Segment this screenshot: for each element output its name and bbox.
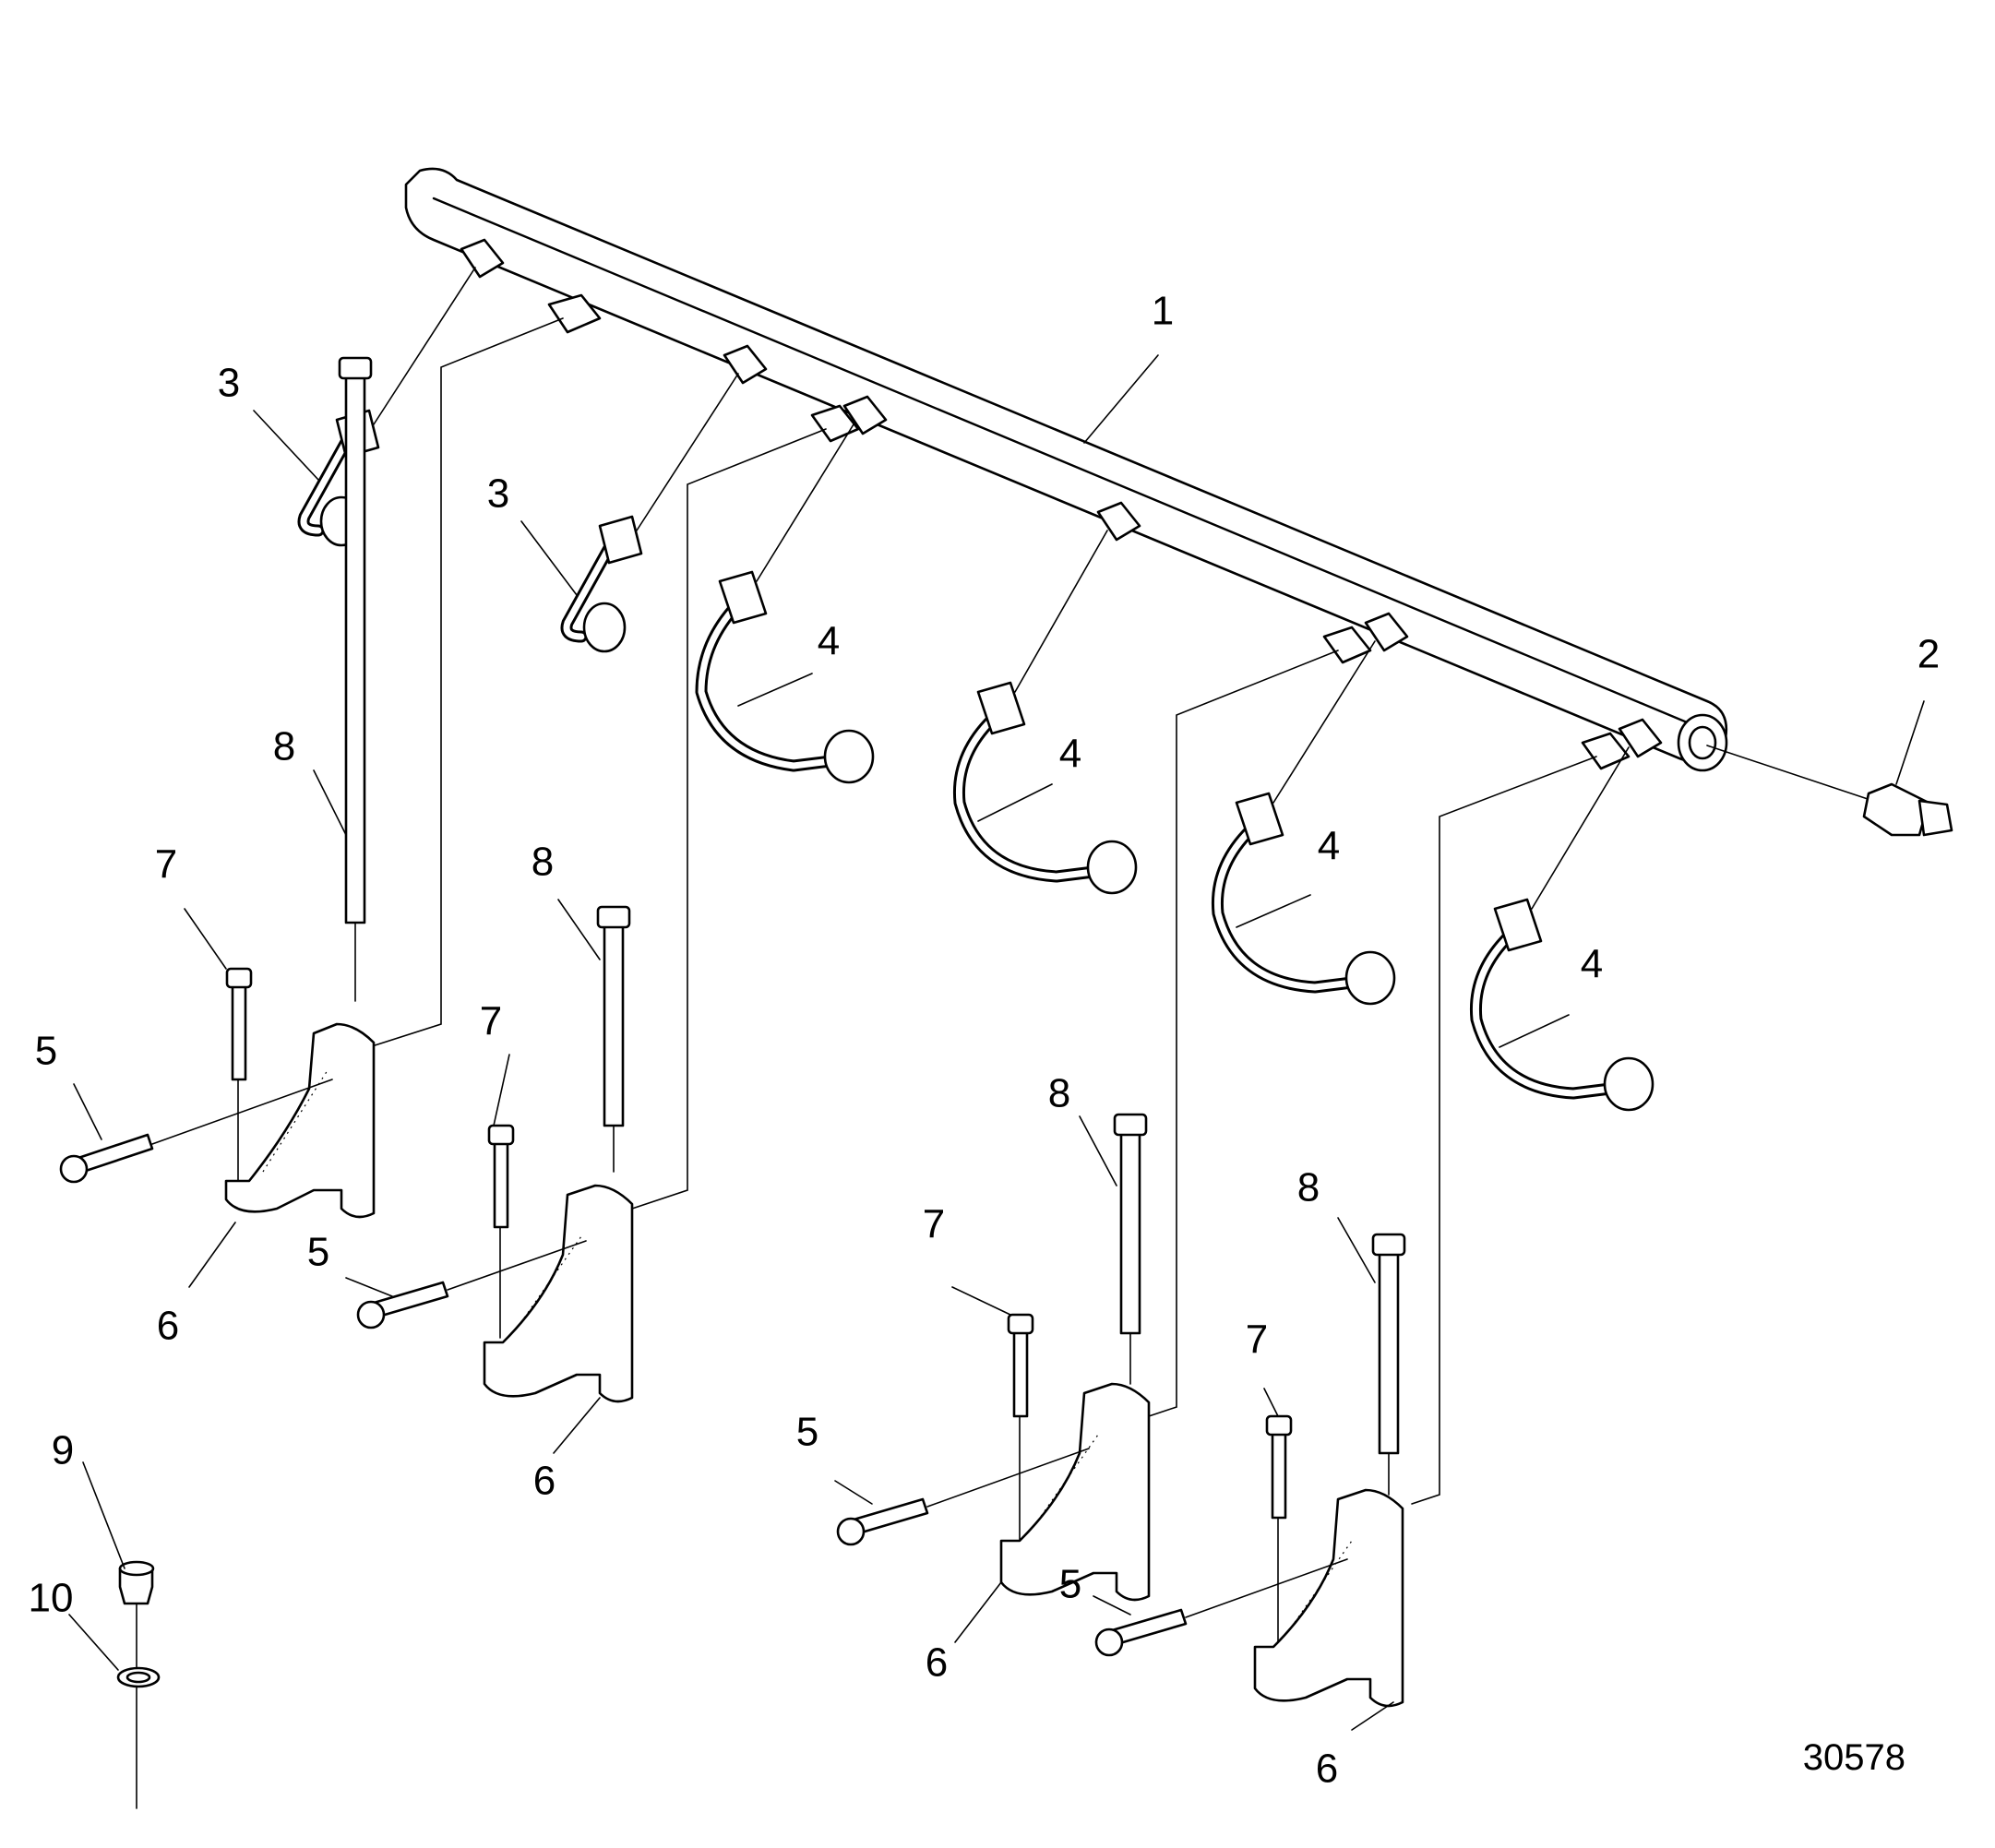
callout-6d: 6 [1316,1747,1338,1792]
short-pipe-2 [560,373,739,653]
callout-9: 9 [52,1428,74,1473]
fuel-rail [404,167,1728,772]
plug-and-washer [116,1560,161,1809]
short-pipe-1 [297,267,476,547]
bracket-assembly-2 [356,428,827,1403]
callout-4a: 4 [818,619,840,664]
callout-3a: 3 [218,361,240,406]
callout-8d: 8 [1297,1165,1320,1210]
pressure-sensor [1706,745,1953,837]
callout-6c: 6 [926,1640,948,1686]
leader-lines [68,354,1925,1731]
callout-6a: 6 [157,1304,179,1349]
callout-7d: 7 [1246,1317,1268,1363]
callout-4c: 4 [1318,824,1340,869]
long-pipe-2 [952,530,1138,895]
bracket-assembly-3 [836,650,1339,1602]
callout-3b: 3 [487,471,509,517]
callout-6b: 6 [533,1459,555,1504]
callout-5c: 5 [796,1410,818,1455]
long-pipe-3 [1211,640,1396,1006]
callout-1: 1 [1152,289,1174,334]
callout-8a: 8 [273,724,295,769]
callout-5b: 5 [307,1230,329,1275]
callout-5d: 5 [1059,1562,1081,1607]
callout-10: 10 [29,1576,74,1621]
reference-number: 30578 [1803,1737,1905,1778]
callout-4b: 4 [1059,732,1081,777]
callout-7c: 7 [923,1202,945,1247]
callout-2: 2 [1917,632,1940,677]
callout-5a: 5 [35,1029,57,1074]
long-pipe-4 [1469,746,1655,1112]
callout-labels: 1 2 3 3 4 4 4 4 5 5 5 5 6 6 6 6 7 7 7 7 … [29,289,1941,1792]
callout-8b: 8 [532,840,554,885]
bracket-assembly-4 [1094,756,1597,1708]
callout-7b: 7 [480,999,502,1044]
long-pipe-1 [695,423,875,784]
callout-4d: 4 [1581,942,1603,987]
bracket-assembly-1 [59,317,564,1219]
callout-7a: 7 [155,842,177,888]
callout-8c: 8 [1048,1071,1070,1116]
